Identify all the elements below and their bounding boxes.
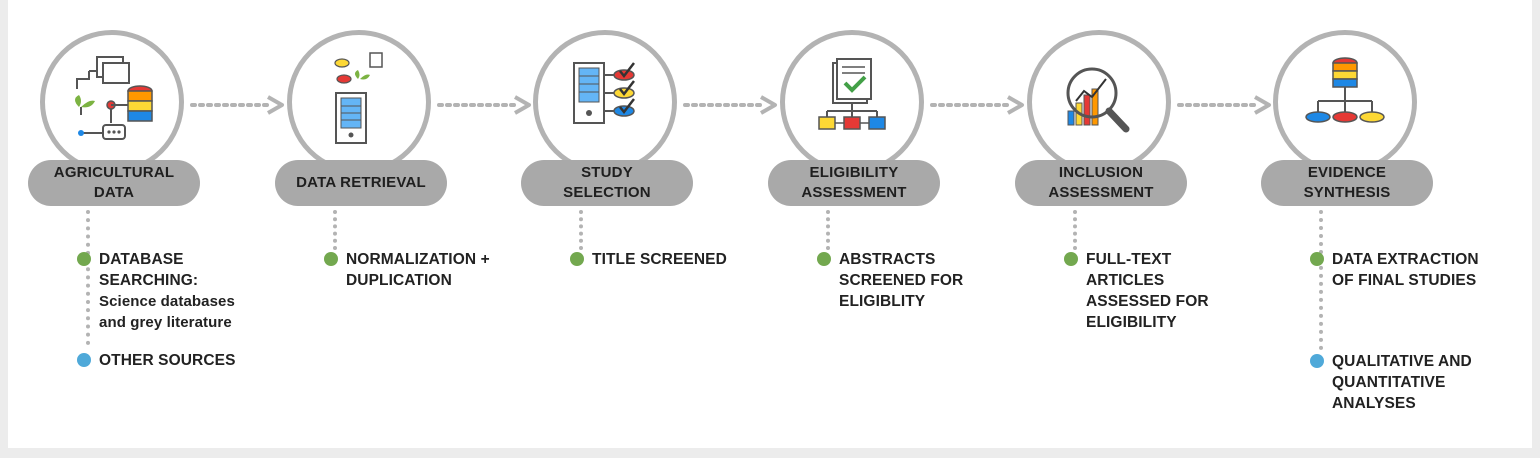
list-item: TITLE SCREENED	[570, 249, 727, 270]
document-check-icon	[818, 58, 886, 130]
green-bullet-icon	[77, 252, 91, 266]
stage-study-selection: STUDY SELECTION TITLE SCREENED	[521, 0, 771, 448]
item-title: DATA EXTRACTION OF FINAL STUDIES	[1332, 251, 1479, 289]
stage-label: DATA RETRIEVAL	[275, 160, 447, 206]
dotted-arrow-icon	[683, 95, 777, 115]
magnifier-chart-icon	[1066, 67, 1130, 133]
list-item: FULL-TEXT ARTICLES ASSESSED FOR ELIGIBIL…	[1064, 249, 1209, 333]
green-bullet-icon	[1064, 252, 1078, 266]
dotted-connector	[1319, 210, 1323, 350]
stage-data-retrieval: DATA RETRIEVAL NORMALIZATION + DUPLICATI…	[275, 0, 525, 448]
stage-circle	[533, 30, 677, 174]
stage-circle	[287, 30, 431, 174]
dotted-connector	[826, 210, 830, 250]
item-title: TITLE SCREENED	[592, 251, 727, 268]
item-title: QUALITATIVE AND QUANTITATIVE ANALYSES	[1332, 353, 1472, 412]
blue-bullet-icon	[77, 353, 91, 367]
dotted-connector	[86, 210, 90, 345]
stage-label: ELIGIBILITY ASSESSMENT	[768, 160, 940, 206]
green-bullet-icon	[1310, 252, 1324, 266]
database-hierarchy-icon	[1305, 57, 1385, 123]
database-network-icon	[75, 56, 153, 140]
stage-eligibility-assessment: ELIGIBILITY ASSESSMENT ABSTRACTS SCREENE…	[768, 0, 1018, 448]
item-title: DATABASE SEARCHING:	[99, 251, 199, 289]
stage-evidence-synthesis: EVIDENCE SYNTHESIS DATA EXTRACTION OF FI…	[1261, 0, 1511, 448]
green-bullet-icon	[570, 252, 584, 266]
item-title: ABSTRACTS SCREENED FOR ELIGIBLITY	[839, 251, 964, 310]
server-checklist-icon	[573, 62, 635, 124]
list-item: QUALITATIVE AND QUANTITATIVE ANALYSES	[1310, 351, 1472, 414]
item-subtext: Science databases and grey literature	[99, 293, 235, 331]
blue-bullet-icon	[1310, 354, 1324, 368]
green-bullet-icon	[324, 252, 338, 266]
dotted-connector	[333, 210, 337, 250]
stage-label: STUDY SELECTION	[521, 160, 693, 206]
stage-circle	[40, 30, 184, 174]
stage-label: INCLUSION ASSESSMENT	[1015, 160, 1187, 206]
dotted-connector	[579, 210, 583, 250]
workflow-panel: AGRICULTURAL DATA DATABASE SEARCHING: Sc…	[8, 0, 1532, 448]
list-item: DATA EXTRACTION OF FINAL STUDIES	[1310, 249, 1479, 291]
dotted-arrow-icon	[1177, 95, 1271, 115]
item-title: NORMALIZATION + DUPLICATION	[346, 251, 490, 289]
list-item: DATABASE SEARCHING: Science databases an…	[77, 249, 235, 333]
stage-circle	[780, 30, 924, 174]
dotted-connector	[1073, 210, 1077, 250]
server-retrieval-icon	[334, 52, 383, 144]
stage-label: EVIDENCE SYNTHESIS	[1261, 160, 1433, 206]
stage-agricultural-data: AGRICULTURAL DATA DATABASE SEARCHING: Sc…	[28, 0, 278, 448]
list-item: NORMALIZATION + DUPLICATION	[324, 249, 490, 291]
green-bullet-icon	[817, 252, 831, 266]
item-title: FULL-TEXT ARTICLES ASSESSED FOR ELIGIBIL…	[1086, 251, 1209, 331]
item-title: OTHER SOURCES	[99, 352, 236, 369]
dotted-arrow-icon	[190, 95, 284, 115]
stage-circle	[1027, 30, 1171, 174]
dotted-arrow-icon	[437, 95, 531, 115]
stage-label: AGRICULTURAL DATA	[28, 160, 200, 206]
stage-inclusion-assessment: INCLUSION ASSESSMENT FULL-TEXT ARTICLES …	[1015, 0, 1265, 448]
list-item: OTHER SOURCES	[77, 350, 236, 371]
stage-circle	[1273, 30, 1417, 174]
list-item: ABSTRACTS SCREENED FOR ELIGIBLITY	[817, 249, 963, 312]
dotted-arrow-icon	[930, 95, 1024, 115]
